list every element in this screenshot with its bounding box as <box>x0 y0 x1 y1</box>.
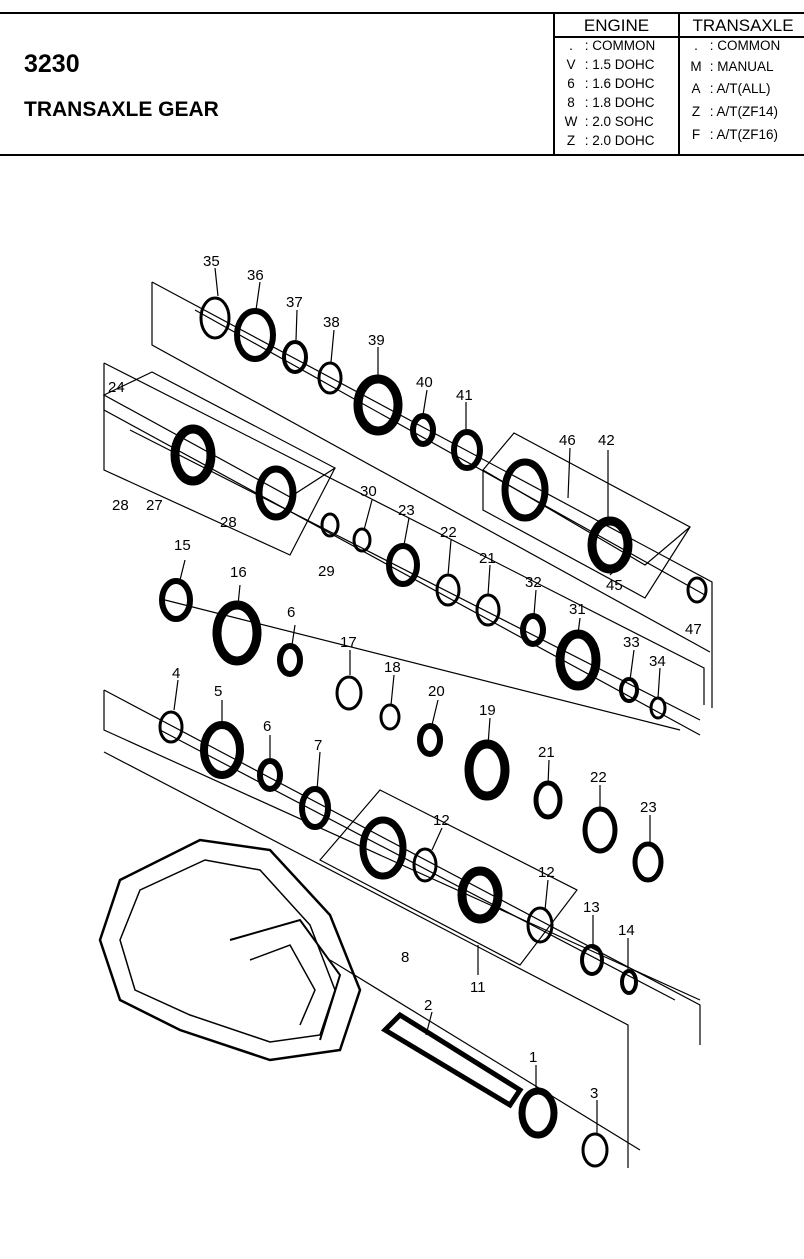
legend-table: ENGINE TRANSAXLE . : COMMON V : 1.5 DOHC… <box>553 14 804 154</box>
section-title: TRANSAXLE GEAR <box>24 98 219 121</box>
callout-label: 11 <box>470 979 486 996</box>
callout-label: 16 <box>230 564 247 581</box>
callout-label: 28 <box>112 497 129 514</box>
engine-row: Z : 2.0 DOHC <box>561 133 655 148</box>
callout-label: 5 <box>214 683 222 700</box>
callout-label: 15 <box>174 537 191 554</box>
engine-row: V : 1.5 DOHC <box>561 57 655 72</box>
callout-label: 8 <box>401 949 409 966</box>
engine-code: . <box>569 38 573 53</box>
transaxle-legend: . : COMMON M : MANUAL A : A/T(ALL) Z : A… <box>680 38 804 154</box>
callout-label: 24 <box>108 379 125 396</box>
transaxle-code: M <box>690 59 702 74</box>
transaxle-label: : COMMON <box>709 38 781 53</box>
engine-legend: . : COMMON V : 1.5 DOHC 6 : 1.6 DOHC 8 :… <box>555 38 680 154</box>
callout-label: 13 <box>583 899 600 916</box>
callout-label: 17 <box>340 634 357 651</box>
callout-label: 21 <box>538 744 555 761</box>
transaxle-row: F : A/T(ZF16) <box>686 127 778 142</box>
transaxle-row: A : A/T(ALL) <box>686 81 771 96</box>
engine-label: : 1.8 DOHC <box>584 95 655 110</box>
callout-label: 3 <box>590 1085 598 1102</box>
callout-label: 41 <box>456 387 473 404</box>
callout-label: 7 <box>314 737 322 754</box>
callout-label: 42 <box>598 432 615 449</box>
callout-label: 20 <box>428 683 445 700</box>
transaxle-heading: TRANSAXLE <box>680 14 804 38</box>
engine-code: 6 <box>567 76 575 91</box>
callout-label: 45 <box>606 577 623 594</box>
callout-label: 33 <box>623 634 640 651</box>
transaxle-row: M : MANUAL <box>686 59 774 74</box>
callout-label: 34 <box>649 653 666 670</box>
callout-label: 27 <box>146 497 163 514</box>
callout-label: 22 <box>590 769 607 786</box>
transaxle-label: : A/T(ALL) <box>709 81 771 96</box>
callout-label: 37 <box>286 294 303 311</box>
callout-label: 4 <box>172 665 180 682</box>
engine-heading: ENGINE <box>555 14 680 38</box>
callout-label: 14 <box>618 922 635 939</box>
transaxle-code: F <box>691 127 701 142</box>
callout-label: 12 <box>538 864 555 881</box>
callout-label: 38 <box>323 314 340 331</box>
engine-row: 8 : 1.8 DOHC <box>561 95 655 110</box>
transaxle-row: . : COMMON <box>686 38 780 53</box>
callout-label: 40 <box>416 374 433 391</box>
transaxle-label: : MANUAL <box>709 59 774 74</box>
transaxle-label: : A/T(ZF14) <box>709 104 779 119</box>
engine-code: V <box>566 57 576 72</box>
transaxle-code: Z <box>691 104 701 119</box>
page-header: 3230 TRANSAXLE GEAR ENGINE TRANSAXLE . :… <box>0 12 804 156</box>
callout-label: 28 <box>220 514 237 531</box>
callout-label: 6 <box>263 718 271 735</box>
engine-code: Z <box>566 133 576 148</box>
section-code: 3230 <box>24 50 80 78</box>
callout-label: 35 <box>203 253 220 270</box>
callout-label: 22 <box>440 524 457 541</box>
callout-label: 31 <box>569 601 586 618</box>
callout-label: 32 <box>525 574 542 591</box>
callout-label: 19 <box>479 702 496 719</box>
transaxle-label: : A/T(ZF16) <box>709 127 779 142</box>
callout-label: 23 <box>398 502 415 519</box>
callout-label: 2 <box>424 997 432 1014</box>
exploded-parts-diagram: 35 36 37 38 39 40 41 24 46 42 28 27 28 3… <box>98 253 713 1168</box>
engine-row: . : COMMON <box>561 38 655 53</box>
transaxle-code: . <box>694 38 698 53</box>
engine-row: W : 2.0 SOHC <box>561 114 654 129</box>
callout-label: 21 <box>479 550 496 567</box>
callout-label: 1 <box>529 1049 537 1066</box>
callout-label: 47 <box>685 621 702 638</box>
engine-label: : COMMON <box>584 38 656 53</box>
engine-label: : 2.0 DOHC <box>584 133 655 148</box>
callout-label: 6 <box>287 604 295 621</box>
transaxle-code: A <box>691 81 701 96</box>
engine-row: 6 : 1.6 DOHC <box>561 76 655 91</box>
engine-code: W <box>564 114 578 129</box>
callout-label: 23 <box>640 799 657 816</box>
callout-label: 12 <box>433 812 450 829</box>
engine-code: 8 <box>567 95 575 110</box>
engine-label: : 1.6 DOHC <box>584 76 655 91</box>
transaxle-row: Z : A/T(ZF14) <box>686 104 778 119</box>
callout-label: 39 <box>368 332 385 349</box>
callout-label: 46 <box>559 432 576 449</box>
callout-label: 18 <box>384 659 401 676</box>
engine-label: : 1.5 DOHC <box>584 57 655 72</box>
engine-label: : 2.0 SOHC <box>584 114 654 129</box>
callout-label: 30 <box>360 483 377 500</box>
callout-label: 36 <box>247 267 264 284</box>
callout-label: 29 <box>318 563 335 580</box>
